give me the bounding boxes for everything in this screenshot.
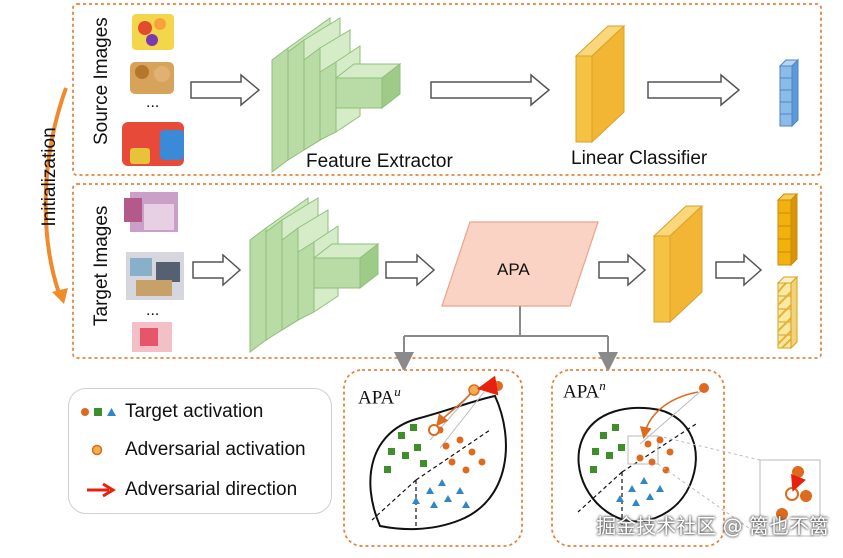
apa-label: APA [497,260,530,279]
target-panel [72,183,822,359]
target-image-thumbnails [124,192,184,352]
legend-adversarial-activation: Adversarial activation [79,439,306,461]
output-vector-adversarial [776,275,799,350]
target-ellipsis: ... [146,302,160,319]
apa-branch-connectors [394,306,618,372]
zoom-inset [657,435,821,537]
source-ellipsis: ... [146,94,160,111]
red-arrow-icon [87,482,116,498]
legend-target-activation: Target activation [79,401,263,423]
output-vector-source [778,58,800,128]
apa-n-panel [551,369,725,547]
hollow-arrows-source [190,73,741,107]
source-panel [72,3,822,176]
hollow-arrows-target [192,253,763,287]
apa-u-panel [343,369,523,547]
linear-classifier-label: Linear Classifier [571,148,708,169]
legend-adversarial-direction: Adversarial direction [79,479,297,501]
initialization-arrow [43,87,68,304]
output-vector-target [776,192,799,267]
initialization-label: Initialization [39,127,60,227]
adversarial-activation-icon [91,444,103,456]
feature-extractor-label: Feature Extractor [306,151,453,172]
feature-extractor-source [271,17,402,173]
target-activation-icon [81,407,116,416]
apa-block [441,221,599,307]
watermark: 掘金技术社区 @ 篱也不篱 [596,514,829,538]
source-image-thumbnails [122,14,184,166]
legend: Target activation Adversarial activation… [68,388,332,514]
apa-u-title: APAu [358,384,401,409]
target-images-label: Target Images [91,205,112,326]
linear-classifier-target [652,204,704,324]
apa-n-title: APAn [563,378,606,403]
linear-classifier-source [574,24,626,144]
source-images-label: Source Images [91,17,112,145]
feature-extractor-target [249,197,380,353]
